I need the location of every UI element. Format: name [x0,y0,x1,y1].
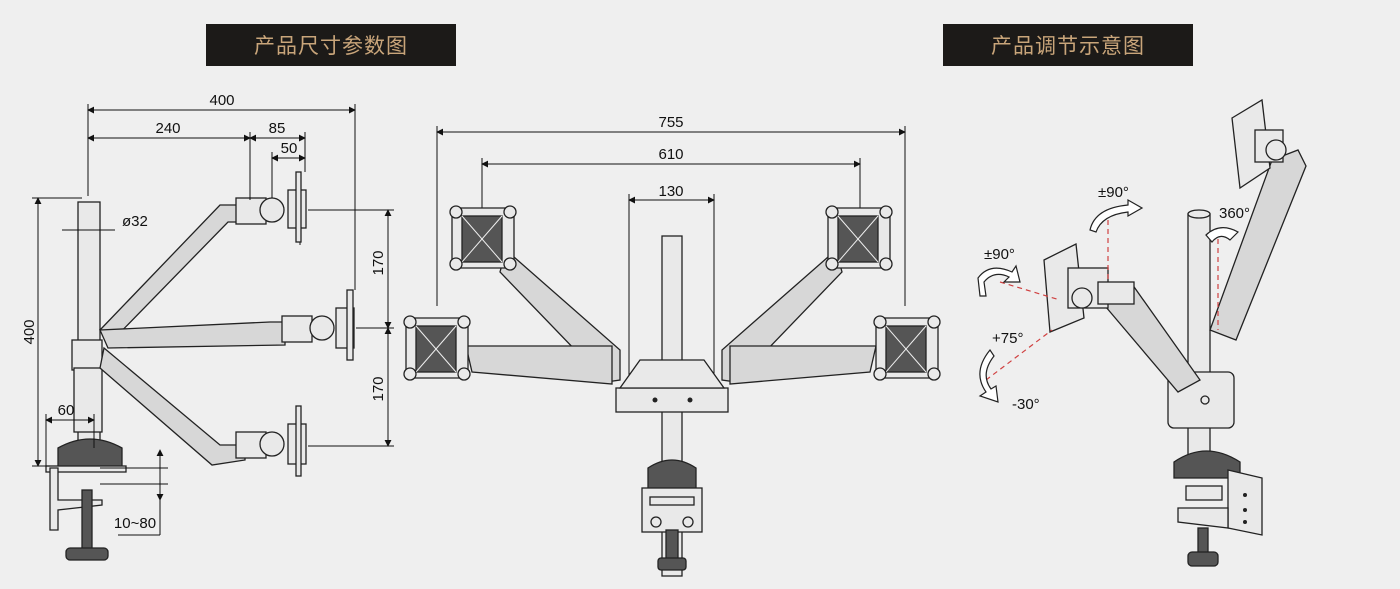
adjust-clamp-knob [1187,551,1219,567]
front-view-diagram: 755 610 130 [403,114,941,577]
desk-mount [45,465,127,473]
dim-arm-spacing-upper: 170 [370,250,387,275]
adjust-upper-arm [1209,149,1307,341]
label-tilt-up: +75° [992,330,1023,347]
dim-arm-reach: 240 [155,120,180,137]
adjust-lower-monitor-mount [1043,243,1135,333]
vesa-plate-upper-left [449,205,517,271]
pole-collar [71,339,103,371]
tilt-top-arrow-icon [1089,198,1144,233]
crossbar [615,387,729,413]
adjust-base [1173,450,1241,479]
label-tilt-down: -30° [1012,396,1040,413]
front-lower-arm-right [729,345,877,385]
clamp-knob [65,547,109,561]
adjust-clamp-plate [1185,485,1223,501]
dim-mount-offset: 85 [269,120,286,137]
upper-mount [235,171,307,245]
dim-plate-offset: 50 [281,140,298,157]
base-plate [57,438,123,469]
adjustment-diagram-banner: 产品调节示意图 [943,24,1193,66]
pole-sleeve [73,367,103,433]
adjust-upper-monitor-mount [1231,98,1287,190]
clamp-screw [81,489,93,553]
middle-arm [99,321,286,349]
dim-desk-thickness: 10~80 [114,515,156,532]
adjust-clamp-screw [1197,527,1209,555]
label-swivel: ±90° [984,246,1015,263]
dimension-diagram-banner: 产品尺寸参数图 [206,24,456,66]
crossbar-hub [618,359,726,389]
dim-clamp-depth: 60 [58,402,75,419]
dim-crossbar-width: 130 [658,183,683,200]
dim-arm-spacing-lower: 170 [370,376,387,401]
front-clamp-knob [657,557,687,571]
dim-front-width-total: 755 [658,114,683,131]
swivel-arrow-icon [977,264,1021,297]
side-view-diagram: 400 240 85 50 ø32 400 170 170 60 10~80 [21,92,394,561]
banner-title-adjustment: 产品调节示意图 [991,34,1145,58]
lower-arm [99,346,246,466]
adjust-clamp-body [1227,469,1263,536]
dim-height-total: 400 [21,319,38,344]
vesa-plate-upper-right [825,205,893,271]
vesa-plate-lower-left [403,315,471,381]
adjust-clamp-jaw [1177,507,1229,529]
c-clamp [49,467,103,531]
dim-width-total: 400 [209,92,234,109]
dim-vesa-span: 610 [658,146,683,163]
rotate-arrow-icon [1205,227,1239,243]
vesa-plate-lower-right [873,315,941,381]
adjustment-view-diagram: ±90° 360° ±90° +75° -30° [977,98,1307,567]
middle-mount [281,289,355,361]
adjust-pole [1187,213,1211,475]
front-base [647,459,697,491]
front-lower-arm-left [465,345,613,385]
dim-pole-diameter: ø32 [122,213,148,230]
label-rotate: 360° [1219,205,1250,222]
banner-title-dimensions: 产品尺寸参数图 [254,34,408,58]
front-clamp-plate [649,496,695,506]
label-tilt-top: ±90° [1098,184,1129,201]
tilt-arrow-icon [978,348,999,403]
front-clamp [641,487,703,533]
lower-mount [235,405,307,477]
